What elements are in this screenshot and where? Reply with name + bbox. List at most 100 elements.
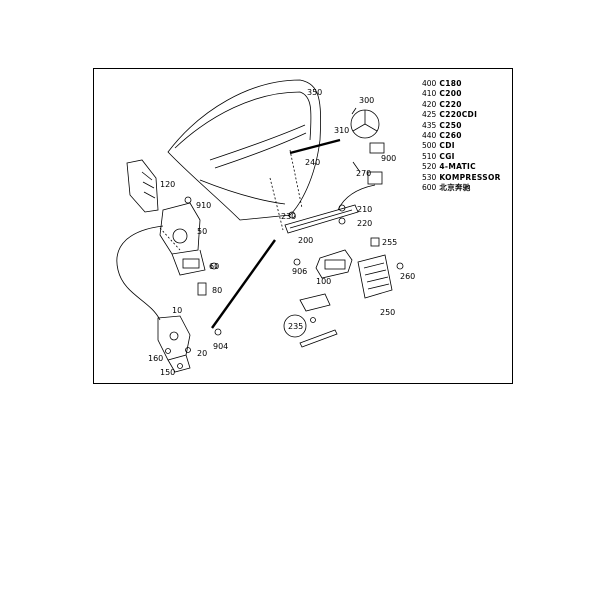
legend-code: 520 xyxy=(422,162,437,172)
seal-part-235 xyxy=(299,293,331,312)
callout-120: 120 xyxy=(160,180,175,189)
callout-230: 230 xyxy=(281,212,296,221)
legend-model: C260 xyxy=(439,131,462,141)
legend-model: C200 xyxy=(439,89,462,99)
legend-code: 530 xyxy=(422,172,437,182)
legend-row: 500 CDI xyxy=(422,141,501,151)
bolt-235 xyxy=(310,317,316,323)
callout-350: 350 xyxy=(307,88,322,97)
callout-100: 100 xyxy=(316,277,331,286)
callout-240: 240 xyxy=(305,158,320,167)
clip-904 xyxy=(214,328,222,336)
bolt-160 xyxy=(165,348,171,354)
callout-310: 310 xyxy=(334,126,349,135)
leader-dashed-1 xyxy=(289,149,303,209)
callout-255: 255 xyxy=(382,238,397,247)
connector-plug xyxy=(367,171,383,185)
legend-code: 435 xyxy=(422,120,437,130)
callout-20: 20 xyxy=(197,349,207,358)
callout-235: 235 xyxy=(288,322,303,331)
bracket-120 xyxy=(126,159,159,213)
callout-260: 260 xyxy=(400,272,415,281)
legend-model: CDI xyxy=(439,141,455,151)
callout-210: 210 xyxy=(357,205,372,214)
legend-model: KOMPRESSOR xyxy=(439,172,501,182)
gas-strut-rod xyxy=(289,138,341,155)
trunk-lid-spoiler-line xyxy=(209,124,306,161)
legend-row: 400 C180 xyxy=(422,79,501,89)
leader-270 xyxy=(352,161,361,173)
legend-code: 440 xyxy=(422,131,437,141)
callout-60: 60 xyxy=(209,262,219,271)
cover-plate-250 xyxy=(357,254,393,299)
support-rod xyxy=(211,239,276,329)
callout-250: 250 xyxy=(380,308,395,317)
callout-910: 910 xyxy=(196,201,211,210)
legend-model: 北京奔驰 xyxy=(439,183,471,193)
legend-code: 400 xyxy=(422,79,437,88)
legend-row: 510 CGI xyxy=(422,152,501,162)
trunk-lid-lower-line xyxy=(199,179,286,205)
legend-code: 500 xyxy=(422,141,437,151)
connector-cable xyxy=(337,184,376,211)
connector-bracket xyxy=(369,142,385,154)
legend-code: 510 xyxy=(422,151,437,161)
bolt-906 xyxy=(293,258,301,266)
legend-model: C250 xyxy=(439,120,462,130)
callout-150: 150 xyxy=(160,368,175,377)
callout-906: 906 xyxy=(292,267,307,276)
license-plate-light xyxy=(315,249,353,279)
clip-255 xyxy=(370,237,380,247)
leader-300 xyxy=(351,107,357,115)
legend-row: 520 4-MATIC xyxy=(422,162,501,172)
bolt-20 xyxy=(185,347,191,353)
latch-mechanism xyxy=(157,315,191,373)
callout-220: 220 xyxy=(357,219,372,228)
trunk-lid-inner-edge xyxy=(174,91,312,149)
bolt-230 xyxy=(288,211,296,219)
callout-900: 900 xyxy=(381,154,396,163)
bolt-60 xyxy=(210,262,218,270)
callout-50: 50 xyxy=(197,227,207,236)
trunk-lid xyxy=(167,79,321,221)
legend-row: 435 C250 xyxy=(422,121,501,131)
legend-code: 410 xyxy=(422,89,437,99)
legend-code: 420 xyxy=(422,99,437,109)
legend-code: 425 xyxy=(422,110,437,120)
legend-model: C220 xyxy=(439,99,462,109)
bolt-210 xyxy=(338,204,346,212)
bolt-150 xyxy=(177,363,183,369)
legend-row: 425 C220CDI xyxy=(422,110,501,120)
trunk-lid-groove xyxy=(214,132,307,169)
legend-model: CGI xyxy=(439,151,455,161)
bolt-80 xyxy=(197,282,207,296)
legend-row: 600 北京奔驰 xyxy=(422,183,501,193)
star-emblem-icon xyxy=(350,109,380,139)
legend-code: 600 xyxy=(422,183,437,193)
callout-circle-235 xyxy=(283,314,307,338)
leader-dashed-2 xyxy=(269,177,284,231)
legend-row: 530 KOMPRESSOR xyxy=(422,173,501,183)
callout-904: 904 xyxy=(213,342,228,351)
bolt-260 xyxy=(396,262,404,270)
strip-235 xyxy=(299,329,338,348)
legend-row: 410 C200 xyxy=(422,89,501,99)
callout-80: 80 xyxy=(212,286,222,295)
callout-160: 160 xyxy=(148,354,163,363)
legend-model: C180 xyxy=(439,79,462,88)
third-brake-light xyxy=(284,204,359,234)
bolt-220 xyxy=(338,217,346,225)
bolt-910 xyxy=(184,196,192,204)
legend-model: C220CDI xyxy=(439,110,478,120)
leader-dashed-3 xyxy=(159,227,181,251)
bowden-cable xyxy=(116,225,164,321)
callout-270: 270 xyxy=(356,169,371,178)
callout-300: 300 xyxy=(359,96,374,105)
callout-10: 10 xyxy=(172,306,182,315)
legend-row: 420 C220 xyxy=(422,100,501,110)
legend-row: 440 C260 xyxy=(422,131,501,141)
lock-assembly xyxy=(159,202,206,276)
callout-200: 200 xyxy=(298,236,313,245)
